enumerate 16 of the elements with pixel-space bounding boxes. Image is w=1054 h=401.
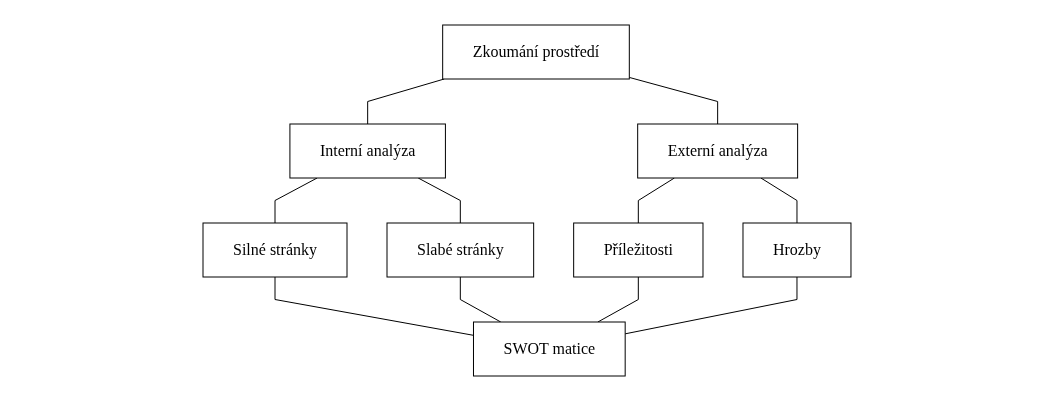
connector: [597, 276, 639, 323]
connector: [367, 78, 445, 125]
node-box: Externí analýza: [637, 123, 799, 179]
connector: [274, 276, 474, 336]
node-box: Slabé stránky: [386, 222, 535, 278]
node-box: Zkoumání prostředí: [442, 24, 630, 80]
node-box: Silné stránky: [202, 222, 348, 278]
connector: [637, 177, 675, 224]
node-box: Hrozby: [742, 222, 852, 278]
connector: [628, 76, 719, 125]
connector: [760, 177, 798, 224]
connector: [459, 276, 502, 323]
node-box: SWOT matice: [473, 321, 626, 377]
node-box: Příležitosti: [573, 222, 704, 278]
node-box: Interní analýza: [289, 123, 446, 179]
connector: [624, 276, 798, 335]
